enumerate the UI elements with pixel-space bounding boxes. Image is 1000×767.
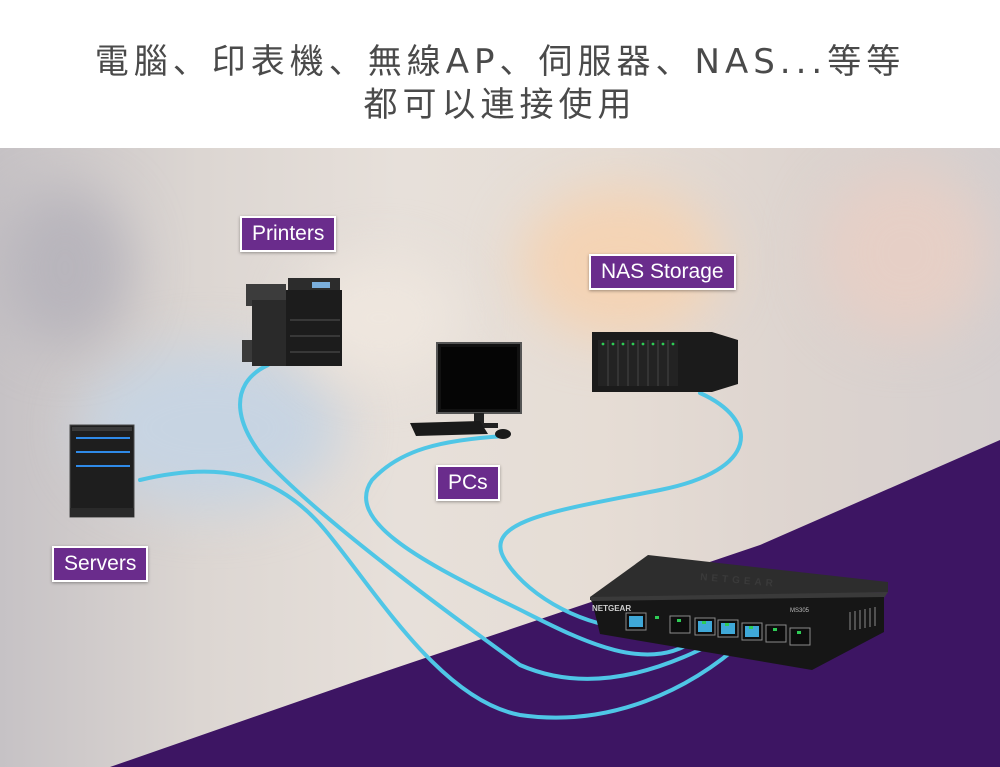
heading-line-2: 都可以連接使用	[363, 85, 637, 125]
pc-device	[410, 342, 522, 439]
bokeh-light	[820, 168, 990, 338]
label-nas-storage: NAS Storage	[589, 254, 736, 290]
switch-device: NETGEAR NETGEAR MS305	[590, 555, 888, 670]
nas-device	[592, 332, 738, 392]
heading-line-1: 電腦、印表機、無線AP、伺服器、NAS...等等	[94, 42, 906, 82]
cable-printer	[238, 363, 722, 681]
switch-front-brand: NETGEAR	[592, 604, 631, 613]
cable-server	[138, 469, 747, 720]
label-servers: Servers	[52, 546, 149, 582]
cable-nas	[498, 391, 743, 630]
switch-model-label: MS305	[790, 608, 810, 614]
printer-device	[242, 278, 342, 366]
purple-background	[110, 440, 1000, 767]
illustration: NETGEAR NETGEAR MS305	[69, 278, 1000, 767]
cable-pc	[364, 434, 697, 657]
server-device	[69, 424, 135, 518]
bokeh-light	[0, 188, 130, 348]
label-printers: Printers	[240, 216, 337, 252]
network-scene: NETGEAR NETGEAR MS305	[0, 148, 1000, 767]
label-pcs: PCs	[436, 465, 500, 501]
network-cables	[138, 363, 747, 720]
heading-banner: 電腦、印表機、無線AP、伺服器、NAS...等等 都可以連接使用	[0, 0, 1000, 148]
